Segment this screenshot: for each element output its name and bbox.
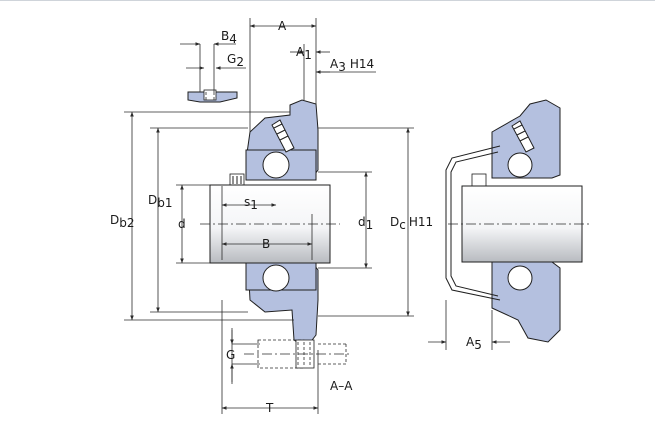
label-B4: B4 <box>221 29 237 46</box>
dimension-lines <box>124 18 414 414</box>
set-screw-right <box>471 173 487 187</box>
main-section-view <box>187 89 352 369</box>
label-Db2: Db2 <box>110 213 135 230</box>
label-A5: A5 <box>466 335 482 352</box>
grease-nipple-detail <box>203 89 217 101</box>
end-cover <box>445 145 501 301</box>
label-B: B <box>262 237 270 251</box>
label-s1: s1 <box>244 195 258 212</box>
label-A: A <box>278 19 287 33</box>
label-Db1: Db1 <box>148 193 173 210</box>
label-d1: d1 <box>358 215 373 232</box>
label-T: T <box>265 401 274 415</box>
label-A1: A1 <box>296 45 312 62</box>
label-section: A–A <box>330 379 353 393</box>
label-d: d <box>178 217 186 231</box>
label-G: G <box>226 348 235 362</box>
side-view-with-cover <box>428 99 590 350</box>
label-G2: G2 <box>227 52 244 69</box>
ball-lower <box>262 264 290 292</box>
ball-upper-right <box>507 152 533 178</box>
ball-upper <box>262 151 290 179</box>
ball-lower-right <box>507 265 533 291</box>
top-border <box>0 0 655 1</box>
